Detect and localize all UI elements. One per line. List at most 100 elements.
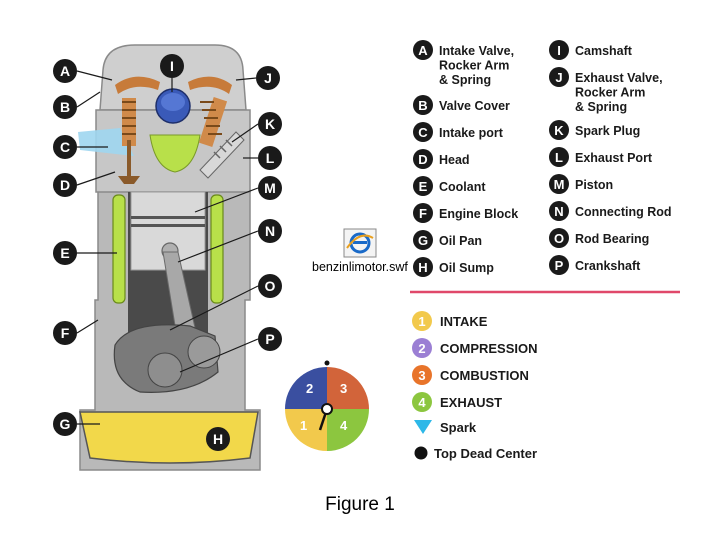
legend-label: Exhaust Valve,Rocker Arm& Spring <box>575 71 663 114</box>
callout-f: F <box>53 321 77 345</box>
legend-label: Intake port <box>439 126 504 140</box>
callout-lines <box>76 70 259 425</box>
intake-valve-assembly <box>115 76 160 184</box>
legend-badge <box>413 230 433 250</box>
callout-badge-bg <box>258 327 282 351</box>
legend-badge <box>413 176 433 196</box>
legend-letter: E <box>419 179 428 194</box>
callout-badge-bg <box>160 54 184 78</box>
legend-letter: O <box>554 231 564 246</box>
callout-letter: J <box>264 70 272 86</box>
callout-letter: B <box>60 99 70 115</box>
callout-badge-bg <box>53 241 77 265</box>
stroke-label: COMPRESSION <box>440 341 538 356</box>
legend-letter: N <box>554 204 563 219</box>
legend-label: Rod Bearing <box>575 232 649 246</box>
tdc-label: Top Dead Center <box>434 446 537 461</box>
legend-item-o: O Rod Bearing <box>549 228 649 248</box>
callout-badge-bg <box>53 321 77 345</box>
callout-d: D <box>53 173 77 197</box>
wheel-label-2: 2 <box>306 381 313 396</box>
stroke-number: 1 <box>418 314 425 329</box>
callout-letter: I <box>170 58 174 74</box>
legend-letter: I <box>557 43 561 58</box>
internet-explorer-icon <box>343 228 377 258</box>
legend-label: Oil Sump <box>439 261 494 275</box>
wheel-quadrant-2 <box>285 367 327 409</box>
callout-letter: N <box>265 223 275 239</box>
legend-badge <box>549 120 569 140</box>
wheel-quadrant-4 <box>327 409 369 451</box>
legend-badge <box>413 257 433 277</box>
callout-i: I <box>160 54 184 78</box>
legend-badge <box>413 122 433 142</box>
crankshaft <box>113 324 221 393</box>
legend-letter: D <box>418 152 427 167</box>
callout-n: N <box>258 219 282 243</box>
callout-badge-bg <box>258 274 282 298</box>
legend-label: Piston <box>575 178 613 192</box>
legend-badge <box>413 95 433 115</box>
stroke-number: 2 <box>418 341 425 356</box>
stroke-number: 3 <box>418 368 425 383</box>
callout-letter: F <box>61 325 70 341</box>
callout-letter: C <box>60 139 70 155</box>
legend-badge <box>413 40 433 60</box>
callout-sump: H <box>206 427 230 451</box>
stroke-wheel: 2 3 1 4 <box>285 360 369 451</box>
legend-badge <box>549 228 569 248</box>
callout-e: E <box>53 241 77 265</box>
callout-letter: L <box>266 150 275 166</box>
callout-letter: G <box>60 416 71 432</box>
stroke-badge <box>412 338 432 358</box>
legend-label: Exhaust Port <box>575 151 653 165</box>
legend-badge <box>549 174 569 194</box>
engine-illustration <box>78 44 261 471</box>
legend-letter: C <box>418 125 428 140</box>
callout-badge-bg <box>53 59 77 83</box>
spark-label: Spark <box>440 420 477 435</box>
callout-g: G <box>53 412 77 436</box>
legend-item-h: H Oil Sump <box>413 257 494 277</box>
callout-k: K <box>258 112 282 136</box>
spark-legend-item: Spark <box>414 420 477 435</box>
legend-badge <box>549 147 569 167</box>
legend-label: Spark Plug <box>575 124 640 138</box>
stroke-number: 4 <box>418 395 426 410</box>
wheel-tdc-dot <box>324 360 330 366</box>
callout-badge-bg <box>53 135 77 159</box>
legend-label: Crankshaft <box>575 259 641 273</box>
legend-label: Camshaft <box>575 44 633 58</box>
callout-j: J <box>256 66 280 90</box>
stroke-item-compression: 2 COMPRESSION <box>412 338 538 358</box>
callout-letter: E <box>60 245 69 261</box>
callout-badge-bg <box>258 146 282 170</box>
callout-letter: M <box>264 180 276 196</box>
callout-m: M <box>258 176 282 200</box>
tdc-legend-item: Top Dead Center <box>414 446 537 461</box>
callout-badge-bg <box>258 219 282 243</box>
callout-letter: D <box>60 177 70 193</box>
callout-badge-bg <box>206 427 230 451</box>
spark-plug <box>199 131 245 179</box>
file-name: benzinlimotor.swf <box>312 260 408 274</box>
callout-badge-bg <box>53 95 77 119</box>
legend-label: Connecting Rod <box>575 205 672 219</box>
stroke-label: COMBUSTION <box>440 368 529 383</box>
legend-badge <box>549 255 569 275</box>
stroke-badge <box>412 365 432 385</box>
legend-badge <box>413 203 433 223</box>
legend-letter: H <box>418 260 427 275</box>
